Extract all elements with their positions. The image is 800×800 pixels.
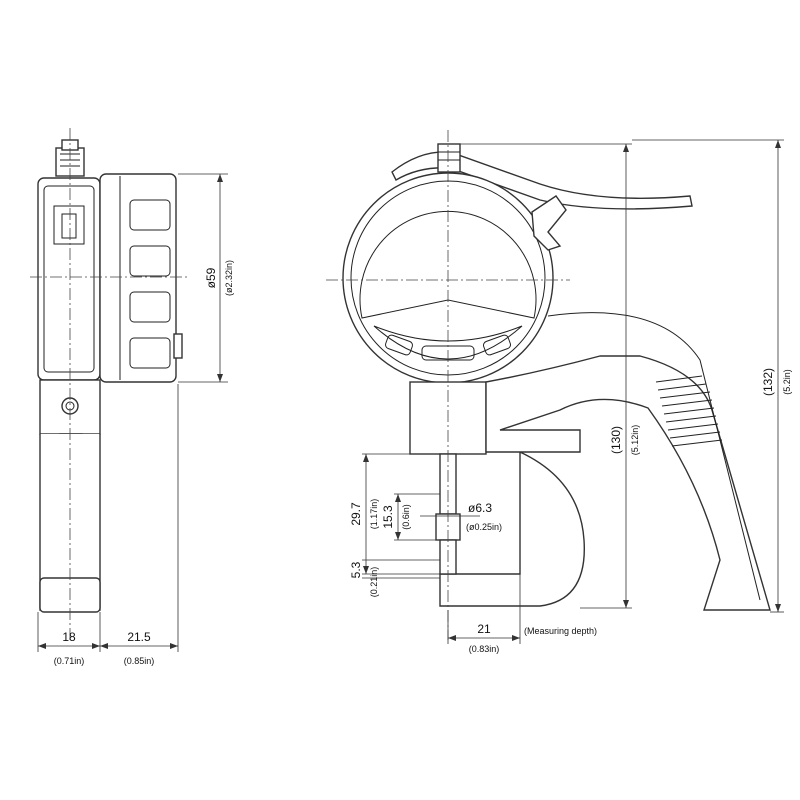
dim-arrow — [217, 174, 223, 182]
dim-arrow — [170, 643, 178, 649]
measuring-depth-note: (Measuring depth) — [524, 626, 597, 636]
dim-arrow — [217, 374, 223, 382]
dim-arrow — [623, 600, 629, 608]
handle-grip-ribs — [655, 375, 723, 447]
dim-arrow — [448, 635, 456, 641]
height-total-label: (132) — [761, 368, 775, 396]
dial-button-right — [483, 334, 511, 356]
grip-rib — [667, 423, 719, 431]
contact-diameter-inch-label: (ø0.25in) — [466, 522, 502, 532]
anvil-thickness-inch-label: (0.21in) — [369, 567, 379, 598]
dim-arrow — [363, 566, 369, 574]
dim-arrow — [395, 532, 401, 540]
dial-depth-label: 21.5 — [127, 630, 151, 644]
side-bezel — [99, 173, 177, 383]
dial-button-left — [385, 334, 413, 356]
dial-diameter-label: ø59 — [204, 267, 218, 288]
side-bezel-button — [173, 333, 183, 359]
side-body — [37, 177, 101, 381]
front-view: 29.7 (1.17in) 15.3 (0.6in) ø6.3 (ø0.25in… — [326, 130, 792, 654]
side-bezel-grip — [129, 245, 171, 277]
dim-arrow — [395, 494, 401, 502]
spindle-length-inch-label: (0.6in) — [401, 504, 411, 530]
grip-rib — [655, 375, 703, 383]
side-window — [53, 205, 85, 245]
height-total-inch-label: (5.2in) — [782, 369, 792, 395]
dim-arrow — [92, 643, 100, 649]
side-bezel-grip — [129, 291, 171, 323]
body-thickness-label: 18 — [62, 630, 76, 644]
anvil-thickness-label: 5.3 — [349, 561, 363, 578]
grip-rib — [659, 391, 711, 399]
body-thickness-inch-label: (0.71in) — [54, 656, 85, 666]
grip-rib — [669, 431, 721, 439]
side-body-inner — [43, 185, 95, 373]
side-bezel-grip — [129, 199, 171, 231]
dim-arrow — [100, 643, 108, 649]
grip-rib — [657, 383, 707, 391]
dim-arrow — [775, 604, 781, 612]
side-window-inner — [61, 213, 77, 239]
dim-arrow — [623, 144, 629, 152]
grip-rib — [661, 399, 713, 407]
spindle-length-label: 15.3 — [381, 505, 395, 529]
side-bezel-grip — [129, 337, 171, 369]
dim-arrow — [775, 140, 781, 148]
contact-depth-label: 29.7 — [349, 502, 363, 526]
grip-rib — [663, 407, 715, 415]
measuring-depth-label: 21 — [477, 622, 491, 636]
lever-pivot-clamp — [531, 195, 567, 251]
measuring-depth-inch-label: (0.83in) — [469, 644, 500, 654]
dial-depth-inch-label: (0.85in) — [124, 656, 155, 666]
dial-diameter-inch-label: (ø2.32in) — [224, 260, 234, 296]
grip-rib — [665, 415, 717, 423]
dim-arrow — [38, 643, 46, 649]
side-view: ø59 (ø2.32in) 18 (0.71in) 21.5 (0.85in) — [30, 128, 234, 666]
lcd-display — [359, 210, 537, 319]
dim-arrow — [363, 454, 369, 462]
contact-diameter-label: ø6.3 — [468, 501, 492, 515]
handle-contour — [547, 312, 761, 601]
button-panel — [373, 325, 523, 360]
dim-arrow — [512, 635, 520, 641]
height-overall-inch-label: (5.12in) — [630, 425, 640, 456]
contact-depth-inch-label: (1.17in) — [369, 499, 379, 530]
front-frame — [439, 355, 771, 611]
height-overall-label: (130) — [609, 426, 623, 454]
front-top-cap — [437, 143, 461, 173]
grip-rib — [671, 439, 723, 447]
